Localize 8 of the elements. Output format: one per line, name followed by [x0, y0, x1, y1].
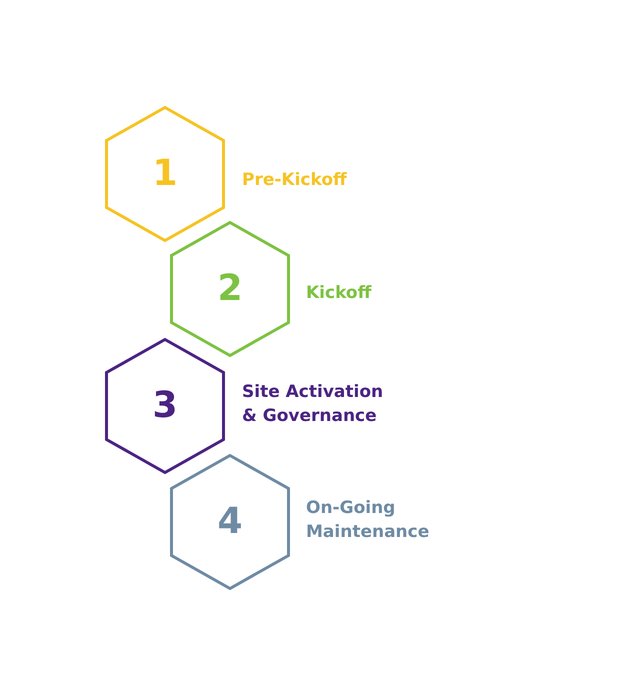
step-number: 1	[152, 156, 178, 192]
step-label: Kickoff	[306, 282, 372, 305]
step-number: 4	[217, 504, 243, 540]
step-label: Site Activation & Governance	[242, 381, 384, 428]
step-label: Pre-Kickoff	[242, 169, 348, 192]
step-number: 3	[152, 388, 178, 424]
step-label: On-Going Maintenance	[306, 497, 430, 544]
step-number: 2	[217, 271, 243, 307]
